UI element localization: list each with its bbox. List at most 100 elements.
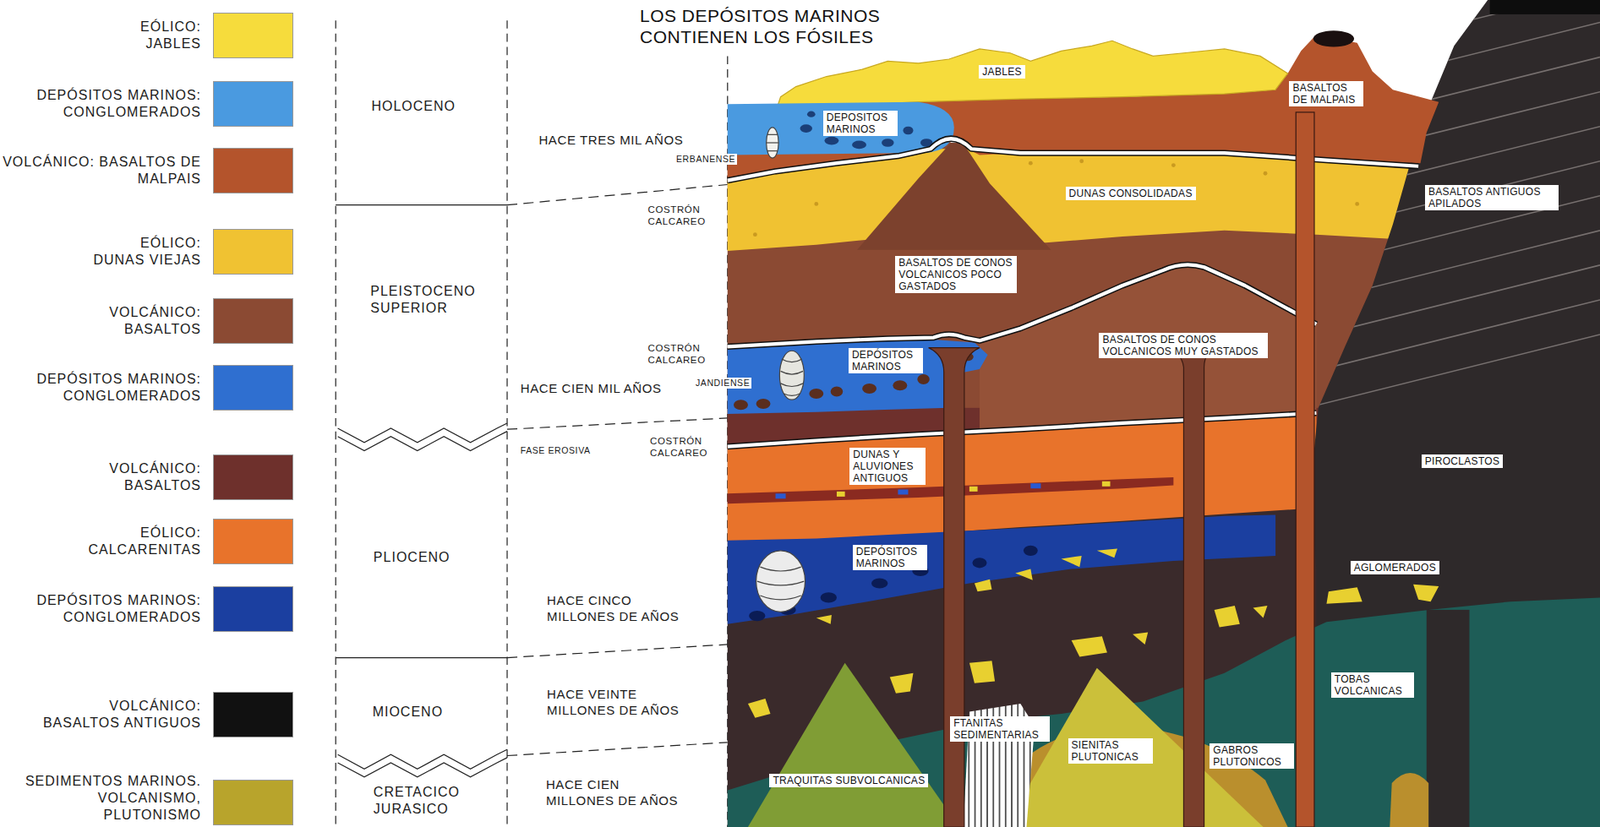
- time-note-text: HACE TRES MIL AÑOS: [538, 131, 683, 148]
- rock-layers: [775, 493, 787, 499]
- time-note: HACE VEINTE MILLONES DE AÑOS: [546, 686, 685, 719]
- old-basalt-mountain: [1305, 161, 1600, 235]
- legend-swatch: [212, 365, 294, 411]
- legend-swatch: [212, 692, 294, 738]
- layer-name: BASALTOS DE CONOS VOLCANICOS MUY GASTADO…: [1102, 333, 1265, 358]
- era-band-label: HOLOCENO: [371, 98, 456, 115]
- conglomerate-pebbles: [748, 611, 765, 622]
- time-note: FASE EROSIVA: [520, 445, 591, 457]
- conglomerate-pebbles: [807, 111, 816, 118]
- agglomerate-blocks: [1015, 569, 1033, 581]
- layer-name: DUNAS Y ALUVIONES ANTIGUOS: [852, 448, 923, 485]
- time-note-text: HACE CINCO MILLONES DE AÑOS: [546, 592, 685, 625]
- agglomerate-blocks: [1214, 606, 1240, 628]
- agglomerate-blocks: [974, 579, 993, 592]
- conglomerate-pebbles: [756, 398, 771, 410]
- layer-label-box: TOBAS VOLCANICAS: [1331, 672, 1415, 699]
- agglomerate-blocks: [1413, 584, 1439, 603]
- rock-layers: [897, 489, 908, 495]
- layer-label-box: DUNAS Y ALUVIONES ANTIGUOS: [849, 447, 926, 486]
- volcanic-conduit: [1295, 112, 1315, 827]
- fossil-shell: [766, 127, 779, 159]
- agglomerate-blocks: [1071, 636, 1108, 657]
- fossil-shell: [767, 134, 778, 136]
- time-note-text: COSTRÓN CALCAREO: [649, 435, 708, 459]
- layer-name: BASALTOS DE MALPAIS: [1292, 81, 1360, 106]
- legend-entry: VOLCÁNICO: BASALTOS: [87, 304, 202, 339]
- time-note: HACE CIEN MILLONES DE AÑOS: [546, 776, 684, 809]
- title-text: LOS DEPÓSITOS MARINOS CONTIENEN LOS FÓSI…: [639, 5, 919, 48]
- conglomerate-pebbles: [800, 111, 934, 150]
- rock-layers: [1102, 481, 1111, 487]
- rock-layers: [979, 265, 1317, 429]
- time-note: HACE TRES MIL AÑOS: [538, 131, 683, 148]
- time-note-text: COSTRÓN CALCAREO: [648, 342, 706, 366]
- timeline-lines: [338, 423, 508, 443]
- timeline-lines: [335, 20, 728, 827]
- malpais-and-dunes: [727, 34, 1439, 181]
- volcanic-conduit: [928, 112, 1315, 827]
- basement-rocks: [748, 663, 960, 827]
- conglomerate-pebbles: [824, 136, 839, 146]
- era-name: PLEISTOCENO SUPERIOR: [370, 283, 489, 317]
- legend-swatch: [212, 298, 294, 345]
- legend-swatch: [212, 12, 294, 59]
- legend-swatch: [212, 586, 294, 633]
- time-note-text: COSTRÓN CALCAREO: [648, 203, 706, 228]
- time-note: JANDIENSE: [693, 377, 752, 389]
- fossil-shell: [756, 551, 806, 612]
- time-note-text: HACE VEINTE MILLONES DE AÑOS: [546, 686, 685, 719]
- time-note-text: HACE CIEN MIL AÑOS: [520, 380, 662, 397]
- rock-layers: [753, 158, 1360, 237]
- old-basalt-mountain: [1305, 334, 1600, 409]
- conglomerate-pebbles: [808, 388, 824, 399]
- conglomerate-pebbles: [972, 557, 988, 568]
- time-note-text: HACE CIEN MILLONES DE AÑOS: [546, 776, 684, 809]
- layer-label-box: DEPÓSITOS MARINOS: [852, 545, 928, 571]
- fossil-shell: [757, 567, 805, 601]
- legend-text: EÓLICO: CALCARENITAS: [70, 524, 202, 559]
- conglomerate-pebbles: [733, 399, 749, 410]
- agglomerate-blocks: [969, 660, 995, 684]
- fossil-shell: [780, 359, 804, 396]
- rock-layers: [1171, 163, 1176, 168]
- agglomerate-blocks: [748, 548, 1439, 718]
- legend-entry: VOLCÁNICO: BASALTOS DE MALPAIS: [2, 153, 202, 188]
- legend-text: VOLCÁNICO: BASALTOS ANTIGUOS: [27, 698, 202, 732]
- conglomerate-pebbles: [902, 126, 913, 136]
- conglomerate-pebbles: [800, 124, 813, 133]
- rock-layers: [753, 232, 758, 237]
- layer-name: TRAQUITAS SUBVOLCANICAS: [772, 775, 925, 787]
- diagram-title: LOS DEPÓSITOS MARINOS CONTIENEN LOS FÓSI…: [639, 5, 919, 48]
- agglomerate-blocks: [1061, 556, 1082, 568]
- calcrete-crust-line: [727, 413, 1317, 448]
- legend-swatch: [212, 780, 294, 826]
- fossil-shell: [779, 350, 804, 400]
- legend-swatch: [212, 229, 294, 275]
- layer-name: AGLOMERADOS: [1354, 562, 1437, 574]
- legend-text: DEPÓSITOS MARINOS: CONGLOMERADOS: [6, 371, 202, 405]
- conglomerate-pebbles: [820, 592, 837, 603]
- layer-name: GABROS PLUTONICOS: [1212, 744, 1291, 769]
- basement-rocks: [1426, 610, 1470, 827]
- basement-rocks: [727, 597, 1600, 827]
- rock-layers: [727, 387, 1600, 827]
- rock-layers: [1028, 161, 1033, 166]
- legend-text: DEPÓSITOS MARINOS: CONGLOMERADOS: [6, 87, 202, 121]
- old-basalt-mountain: [1305, 300, 1600, 374]
- conglomerate-pebbles: [733, 111, 1038, 623]
- conglomerate-pebbles: [917, 374, 929, 385]
- layer-label-box: DEPOSITOS MARINOS: [823, 110, 898, 137]
- era-band-label: CRETACICO JURASICO: [373, 784, 484, 819]
- conglomerate-pebbles: [871, 578, 888, 589]
- agglomerate-blocks: [1326, 587, 1362, 604]
- era-band-label: MIOCENO: [372, 704, 443, 721]
- legend-text: EÓLICO: JABLES: [116, 18, 202, 53]
- timeline-lines: [338, 749, 508, 770]
- volcanic-conduit: [928, 348, 980, 827]
- timeline-lines: [335, 657, 508, 659]
- conglomerate-pebbles: [830, 387, 843, 398]
- timeline-lines: [335, 204, 508, 206]
- legend-entry: VOLCÁNICO: BASALTOS ANTIGUOS: [27, 698, 202, 732]
